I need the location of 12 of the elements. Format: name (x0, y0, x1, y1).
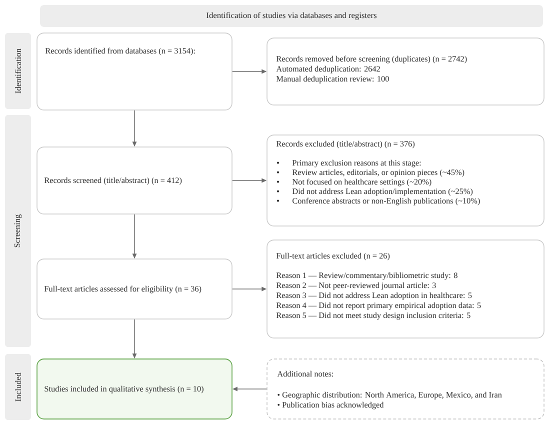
process-box: Studies included in qualitative synthesis (n = 10) (36, 358, 232, 420)
process-box: Records identified from databases (n = 3154): (36, 32, 232, 110)
title-band: Identification of studies via databases and registers (40, 5, 543, 27)
stage-band: Screening (5, 115, 31, 347)
process-box: Records excluded (title/abstract) (n = 376) Primary exclusion reasons at this stage: Review articles, editorials, or opinion pieces (~45%) Not focused on healthcare settings (~20%) Did not address Lean adoption/implementation (~25%) Conference abstracts or non-English publications (~10%) (266, 134, 544, 226)
stage-band: Included (5, 354, 31, 420)
stage-band: Identification (5, 33, 31, 109)
process-box: Full-text articles assessed for eligibility (n = 36) (36, 258, 232, 320)
process-box: Full-text articles excluded (n = 26) Reason 1 — Review/commentary/bibliometric study: 8 Reason 2 — Not peer-reviewed journal article: 3 Reason 3 — Did not address Lean adoption in healthcare: 5 Reason 4 — Did not report primary empirical adoption data: 5 Reason 5 — Did not meet study design inclusion criteria: 5 (266, 240, 544, 338)
process-box: Records removed before screening (duplicates) (n = 2742) Automated deduplication: 2642 Manual deduplication review: 100 (266, 38, 544, 106)
note-box: Additional notes: • Geographic distribution: North America, Europe, Mexico, and Iran • Publication bias acknowledged (266, 358, 544, 420)
process-box: Records screened (title/abstract) (n = 412) (36, 146, 232, 214)
